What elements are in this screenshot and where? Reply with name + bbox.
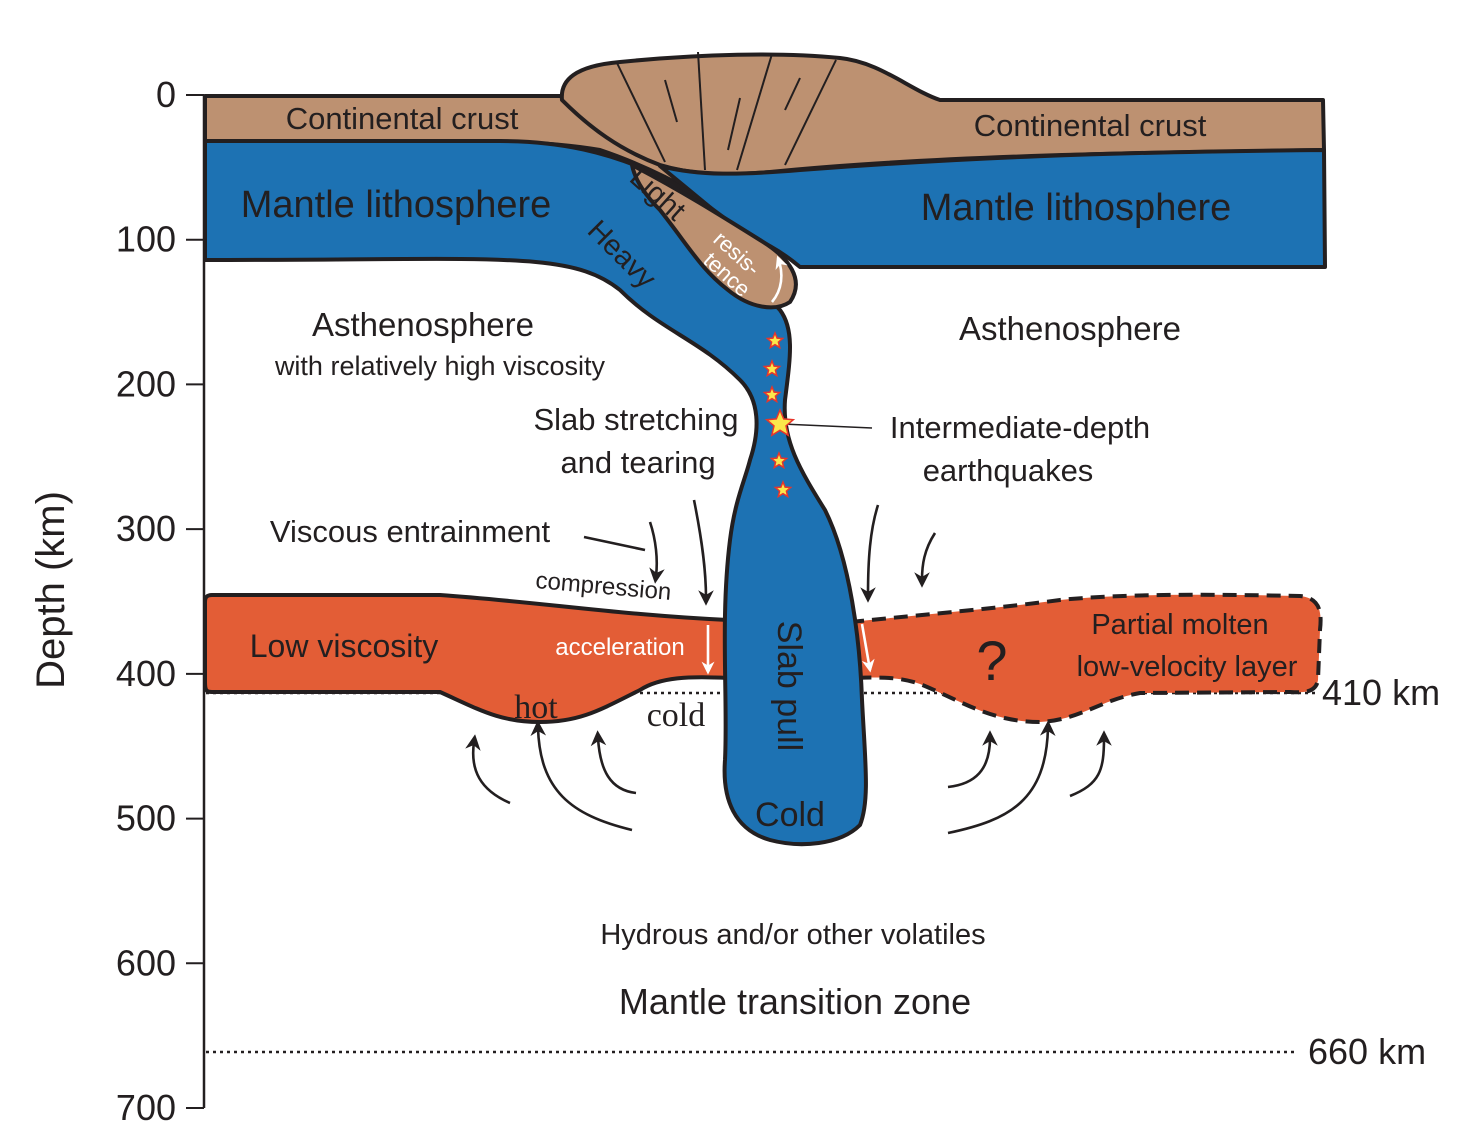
partial-molten-layer bbox=[847, 592, 1323, 725]
depth-tick-label-700: 700 bbox=[116, 1087, 176, 1128]
label-asthenosphere-left-sub: with relatively high viscosity bbox=[274, 351, 606, 381]
label-partial-molten-1: Partial molten bbox=[1091, 609, 1268, 641]
depth-tick-label-400: 400 bbox=[116, 653, 176, 694]
label-question-mark: ? bbox=[976, 629, 1007, 692]
label-cold-slab: Cold bbox=[755, 796, 825, 834]
label-asthenosphere-left: Asthenosphere bbox=[312, 306, 534, 343]
660km-label: 660 km bbox=[1308, 1031, 1426, 1072]
label-lithosphere-left: Mantle lithosphere bbox=[241, 184, 552, 226]
label-partial-molten-2: low-velocity layer bbox=[1077, 651, 1298, 683]
depth-axis: 0 100 200 300 400 500 600 700 Depth (km) bbox=[29, 74, 206, 1128]
label-crust-right: Continental crust bbox=[974, 108, 1207, 143]
label-acceleration: acceleration bbox=[555, 634, 684, 661]
earthquake-star-icon bbox=[769, 451, 789, 470]
depth-tick-label-300: 300 bbox=[116, 508, 176, 549]
earthquake-star-icon bbox=[773, 480, 793, 499]
label-stretching-2: and tearing bbox=[560, 445, 715, 480]
white-arrows bbox=[701, 255, 875, 675]
label-low-viscosity: Low viscosity bbox=[250, 628, 439, 664]
label-earthquakes-1: Intermediate-depth bbox=[890, 410, 1150, 445]
label-asthenosphere-right: Asthenosphere bbox=[959, 310, 1181, 347]
label-viscous-entrainment: Viscous entrainment bbox=[270, 514, 551, 549]
label-slab-pull: Slab pull bbox=[770, 621, 808, 751]
label-cold: cold bbox=[647, 697, 706, 734]
mountain-fault-lines bbox=[616, 51, 837, 171]
depth-tick-label-0: 0 bbox=[156, 74, 176, 115]
depth-tick-label-500: 500 bbox=[116, 798, 176, 839]
resistence-crust-tail bbox=[630, 163, 798, 310]
depth-tick-label-100: 100 bbox=[116, 219, 176, 260]
410km-label: 410 km bbox=[1322, 672, 1440, 713]
label-transition-zone: Mantle transition zone bbox=[619, 981, 971, 1022]
depth-tick-label-600: 600 bbox=[116, 942, 176, 983]
label-earthquakes-2: earthquakes bbox=[923, 453, 1094, 488]
label-volatiles: Hydrous and/or other volatiles bbox=[600, 919, 985, 951]
depth-tick-label-200: 200 bbox=[116, 363, 176, 404]
earthquake-star-icon bbox=[762, 359, 782, 378]
label-compression: compression bbox=[534, 567, 672, 606]
label-hot: hot bbox=[514, 689, 558, 726]
earthquake-star-icon bbox=[765, 331, 785, 350]
label-crust-left: Continental crust bbox=[286, 101, 519, 136]
earthquake-stars bbox=[762, 331, 796, 499]
earthquake-star-icon bbox=[764, 408, 796, 437]
low-viscosity-layer bbox=[203, 593, 730, 724]
earthquake-star-icon bbox=[762, 385, 782, 404]
label-stretching-1: Slab stretching bbox=[533, 402, 738, 437]
axis-label: Depth (km) bbox=[29, 491, 73, 689]
flow-arrows bbox=[465, 423, 1112, 835]
label-lithosphere-right: Mantle lithosphere bbox=[921, 187, 1232, 229]
